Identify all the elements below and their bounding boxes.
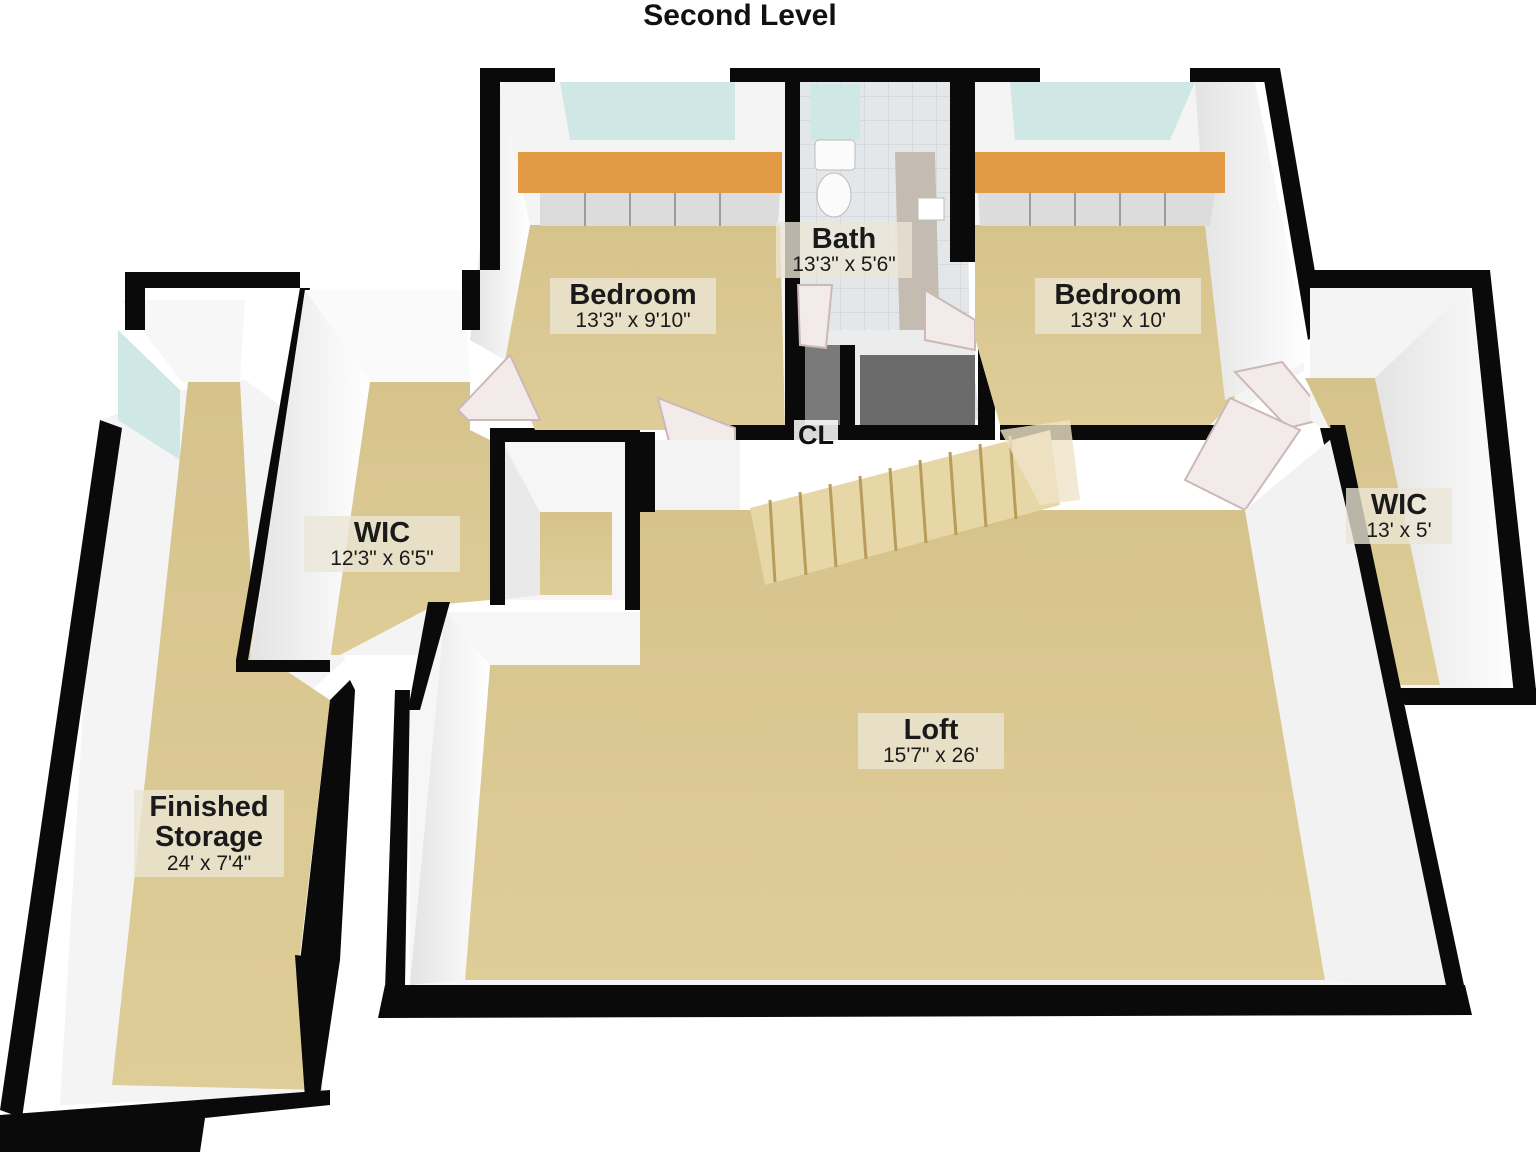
label-wic-left: WIC 12'3" x 6'5" [304, 516, 460, 573]
room-dims: 13'3" x 5'6" [792, 253, 896, 277]
room-name: WIC [1370, 489, 1428, 521]
label-finished-storage: Finished Storage 24' x 7'4" [134, 790, 284, 877]
label-loft: Loft 15'7" x 26' [858, 713, 1004, 770]
room-dims: 12'3" x 6'5" [330, 547, 434, 571]
room-bedroom-right [975, 68, 1330, 512]
room-name: Loft [903, 714, 959, 746]
room-name: Bath [811, 223, 877, 255]
room-dims: 13'3" x 10' [1069, 309, 1167, 333]
room-dims: 15'7" x 26' [882, 744, 980, 768]
label-bedroom-left: Bedroom 13'3" x 9'10" [550, 278, 716, 335]
room-name: Bedroom [1054, 279, 1182, 311]
room-dims: 13'3" x 9'10" [575, 309, 691, 333]
room-dims: 24' x 7'4" [166, 851, 252, 875]
room-small-closet [490, 428, 640, 610]
room-wic-left [250, 290, 500, 660]
room-name: WIC [353, 517, 411, 549]
room-dims: 13' x 5' [1366, 519, 1432, 543]
room-name: Finished Storage [149, 791, 269, 854]
label-bath: Bath 13'3" x 5'6" [776, 222, 912, 279]
label-bedroom-right: Bedroom 13'3" x 10' [1035, 278, 1201, 335]
label-wic-right: WIC 13' x 5' [1346, 488, 1452, 545]
staircase [750, 420, 1080, 585]
plan-title: Second Level [643, 0, 837, 32]
label-closet: CL [794, 420, 838, 450]
room-name: Bedroom [569, 279, 697, 311]
